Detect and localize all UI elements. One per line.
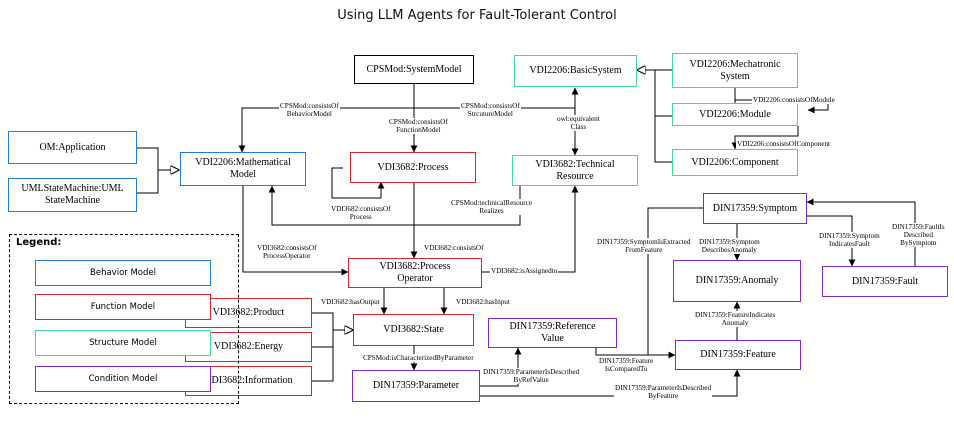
node-om-application[interactable]: OM:Application: [8, 131, 137, 164]
edge-om-to-math: [137, 147, 179, 170]
label-has-input: VDI3682:hasInput: [455, 298, 511, 306]
label-is-characterized-by-parameter: CPSMod:isCharacterizedByParameter: [362, 354, 475, 362]
edge-information-state: [312, 347, 334, 382]
label-consists-of: VDI3682:consistsOf: [423, 244, 485, 252]
edge-energy-state: [312, 330, 334, 348]
node-process-operator[interactable]: VDI3682:Process Operator: [348, 258, 482, 288]
node-reference-value[interactable]: DIN17359:Reference Value: [488, 318, 617, 348]
node-process[interactable]: VDI3682:Process: [350, 152, 476, 183]
edge-process-self: [331, 167, 385, 199]
label-consists-of-structure: CPSMod:consistsOf StrcutureModel: [460, 102, 521, 118]
node-anomaly[interactable]: DIN17359:Anomaly: [673, 260, 801, 302]
label-consists-of-behavior: CPSMod:consistsOf BehaviorModel: [279, 102, 340, 118]
label-symptom-describes-anomaly: DIN17359:Symptom DescribesAnomaly: [698, 238, 761, 254]
node-system-model[interactable]: CPSMod:SystemModel: [354, 55, 474, 84]
edge-module-component: [731, 126, 799, 150]
legend-structure-model: Structure Model: [35, 330, 211, 356]
label-symptom-extracted-from-feature: DIN17359:SymptomIsExtracted FromFeature: [596, 238, 692, 254]
label-symptom-indicates-fault: DIN17359:Symptom IndicatesFault: [818, 232, 881, 248]
edge-operator-math: [242, 186, 349, 276]
node-uml-state-machine[interactable]: UMLStateMachine:UML StateMachine: [8, 178, 137, 212]
edge-parameter-refvalue: [480, 347, 522, 387]
label-consists-of-module: VDI2206:consistsOfModule: [752, 96, 836, 104]
legend: Legend: Behavior Model Function Model St…: [9, 234, 239, 404]
label-is-assigned-to: VDI3682:isAssignedto: [490, 267, 559, 275]
label-equivalent-class: owl:equivalent Class: [556, 115, 601, 131]
edge-module-to-basic: [654, 70, 672, 117]
node-symptom[interactable]: DIN17359:Symptom: [703, 193, 807, 224]
label-parameter-described-by-ref: DIN17359:ParameterIsDescribed ByRefValue: [482, 368, 581, 384]
node-state[interactable]: VDI3682:State: [353, 314, 474, 346]
node-feature[interactable]: DIN17359:Feature: [675, 340, 801, 370]
label-consists-of-function: CPSMod:consistsOf FunctionModel: [388, 118, 449, 134]
label-feature-compared-to: DIN17359:Feature IsComparedTo: [598, 357, 655, 373]
label-parameter-described-by-feature: DIN17359:ParameterIsDescribed ByFeature: [614, 384, 713, 400]
label-feature-indicates-anomaly: DIN17359:FeatureIndicates Anomaly: [694, 311, 777, 327]
edge-symptom-feature: [647, 207, 703, 359]
node-component[interactable]: VDI2206:Component: [672, 149, 798, 176]
legend-condition-model: Condition Model: [35, 366, 211, 392]
legend-title: Legend:: [16, 237, 62, 248]
label-fault-described-by-symptom: DIN17359:FaultIs Described BySymptom: [891, 223, 946, 247]
node-basic-system[interactable]: VDI2206:BasicSystem: [514, 55, 637, 87]
edge-product-state: [312, 312, 353, 330]
label-consists-of-component: VDI2206:consistsOfComponent: [736, 140, 832, 148]
label-technical-resource-realizes: CPSMod:technicalResource Realizes: [450, 199, 534, 215]
node-mechatronic-system[interactable]: VDI2206:Mechatronic System: [672, 53, 798, 88]
label-process-consists-of-process: VDI3682:consistsOf Process: [330, 205, 392, 221]
node-math-model[interactable]: VDI2206:Mathematical Model: [180, 152, 306, 186]
node-technical-resource[interactable]: VDI3682:Technical Resource: [512, 155, 638, 186]
legend-behavior-model: Behavior Model: [35, 260, 211, 286]
diagram-title: Using LLM Agents for Fault-Tolerant Cont…: [337, 8, 617, 23]
legend-function-model: Function Model: [35, 294, 211, 320]
node-module[interactable]: VDI2206:Module: [672, 103, 798, 126]
edge-parameter-feature: [480, 369, 741, 397]
edge-uml-to-math: [137, 170, 159, 194]
node-fault[interactable]: DIN17359:Fault: [822, 266, 948, 297]
node-parameter[interactable]: DIN17359:Parameter: [352, 370, 480, 402]
label-consists-of-process-operator: VDI3682:consistsOf ProcessOperator: [256, 244, 318, 260]
label-has-output: VDI3682:hasOutput: [320, 298, 381, 306]
edge-component-to-basic: [654, 116, 672, 163]
